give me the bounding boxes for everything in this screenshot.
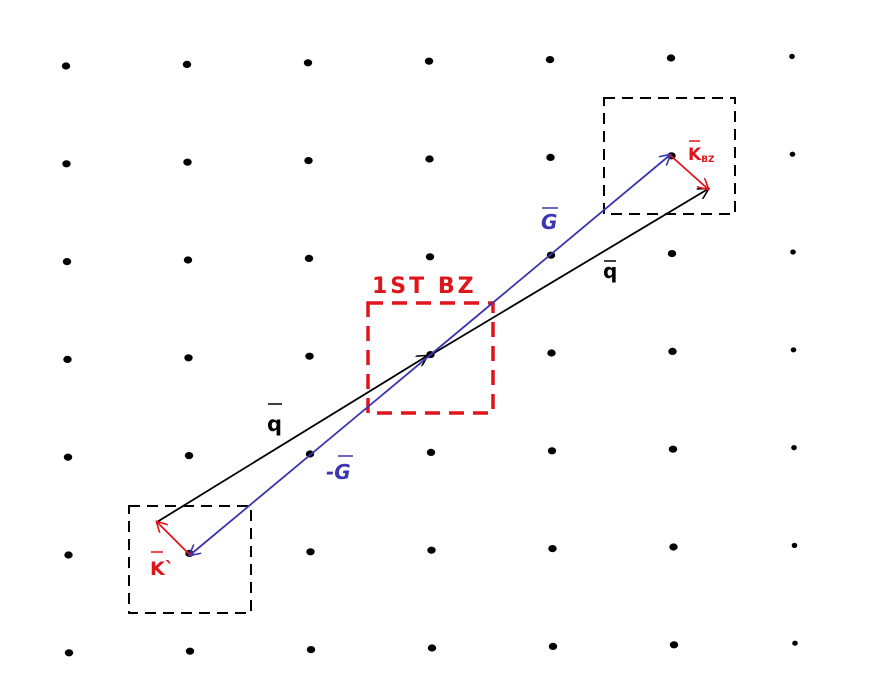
lattice-point xyxy=(792,640,798,646)
lattice-point xyxy=(64,551,73,559)
upper-right-zone-box xyxy=(603,97,736,215)
k-bz-main: K xyxy=(688,145,702,165)
lattice-point xyxy=(547,447,557,455)
lattice-point xyxy=(425,155,434,163)
lattice-point xyxy=(62,258,72,266)
minus-G-vector xyxy=(190,355,430,555)
lattice-point xyxy=(183,158,192,166)
G-vector xyxy=(428,155,670,357)
lattice-point xyxy=(184,452,194,460)
lattice-point xyxy=(64,649,74,657)
lattice-point xyxy=(669,641,679,649)
lattice-point xyxy=(667,250,677,258)
lattice-point xyxy=(62,160,71,168)
q-vector-upper xyxy=(428,189,708,357)
q-lower-label: q xyxy=(267,412,282,436)
lattice-point xyxy=(182,60,192,68)
lattice-point xyxy=(306,548,315,556)
lattice-point xyxy=(791,445,797,451)
lattice-point xyxy=(63,453,73,461)
lattice-point xyxy=(666,54,676,62)
lattice-point xyxy=(305,352,314,360)
lattice-point xyxy=(63,355,72,363)
lattice-point xyxy=(424,57,434,65)
lattice-point xyxy=(425,253,435,261)
lattice-point xyxy=(185,647,195,655)
lattice-point xyxy=(789,151,796,157)
lattice-point xyxy=(183,256,193,264)
lattice-point xyxy=(790,347,797,353)
first-brillouin-zone-box xyxy=(366,301,495,415)
first-bz-label: 1ST BZ xyxy=(372,274,477,299)
k-prime-vector xyxy=(157,522,191,556)
lattice-point xyxy=(184,354,193,362)
lattice-point xyxy=(669,543,678,551)
G-label: G xyxy=(541,210,557,234)
lattice-point xyxy=(790,249,796,255)
lattice-point xyxy=(306,646,316,654)
lattice-point xyxy=(546,153,555,161)
lattice-point xyxy=(304,254,314,262)
q-vector-lower xyxy=(156,356,427,523)
lattice-point xyxy=(545,56,555,64)
k-prime-label: K` xyxy=(150,558,174,580)
lattice-point xyxy=(304,157,313,165)
lattice-point xyxy=(548,642,558,651)
lattice-point xyxy=(791,542,798,549)
lattice-point xyxy=(668,347,677,355)
lattice-point xyxy=(668,445,678,453)
lattice-point xyxy=(61,62,71,70)
q-upper-label: q xyxy=(603,259,617,283)
lattice-point xyxy=(427,546,436,554)
k-bz-label: KBZ xyxy=(688,145,715,165)
lattice-point xyxy=(426,448,436,456)
lower-left-zone-box xyxy=(128,505,252,614)
lattice-point xyxy=(427,644,437,652)
k-bz-vector xyxy=(669,154,708,189)
k-bz-subscript: BZ xyxy=(701,155,715,165)
lattice-point xyxy=(548,545,557,553)
lattice-point xyxy=(547,349,556,357)
lattice-point xyxy=(789,53,795,60)
lattice-point xyxy=(303,59,313,67)
minus-G-label: -G xyxy=(326,460,351,484)
